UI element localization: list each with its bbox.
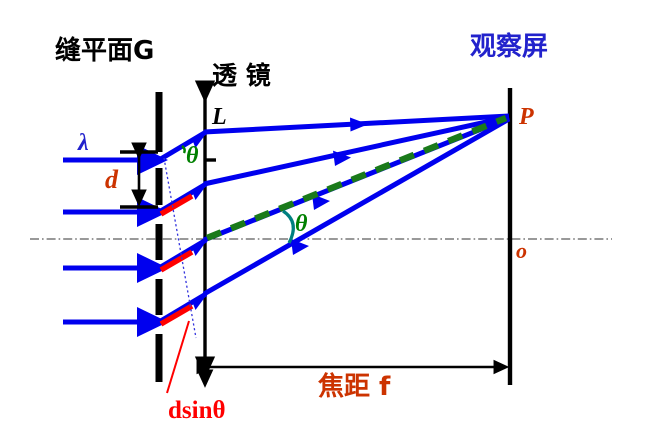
theta-angle-arc xyxy=(282,209,295,244)
theta-angle-arc-lens xyxy=(181,145,186,154)
converging-ray-arrowheads xyxy=(291,117,368,255)
incoming-rays xyxy=(63,145,169,337)
path-difference-segments xyxy=(159,193,194,327)
path-difference-label: dsinθ xyxy=(168,397,226,424)
observation-screen-title: 观察屏 xyxy=(470,32,549,62)
wavefront-normal-dotted xyxy=(163,157,197,339)
converging-ray xyxy=(203,114,510,187)
converging-ray xyxy=(202,116,511,297)
lens-symbol-label: L xyxy=(212,104,227,130)
diffracted-ray xyxy=(157,237,208,271)
slit-spacing-label: d xyxy=(105,165,118,194)
theta-reference-dashed-line xyxy=(205,114,508,242)
diffracted-ray-arrowheads xyxy=(193,133,206,310)
wavelength-label: λ xyxy=(78,130,89,156)
path-difference-segment xyxy=(159,303,194,327)
slit-spacing-dimension xyxy=(120,142,158,209)
focal-length-dimension xyxy=(196,348,510,388)
path-difference-segment xyxy=(159,249,194,273)
theta-label-lens: θ xyxy=(186,143,199,169)
axis-origin-label: o xyxy=(516,238,527,263)
path-difference-leader xyxy=(166,320,190,394)
lens-title: 透 镜 xyxy=(212,61,271,90)
theta-label-axis: θ xyxy=(295,211,308,237)
diffracted-rays-to-lens xyxy=(157,129,208,325)
diffracted-ray xyxy=(157,291,208,325)
focus-point-label: P xyxy=(519,104,534,130)
diffracted-ray xyxy=(157,181,208,215)
focal-length-label: 焦距 f xyxy=(318,372,391,402)
slit-plane-title: 缝平面G xyxy=(55,36,155,66)
lens-axis-line xyxy=(194,80,216,379)
path-difference-segment xyxy=(159,193,194,217)
converging-rays-to-P xyxy=(202,113,511,297)
